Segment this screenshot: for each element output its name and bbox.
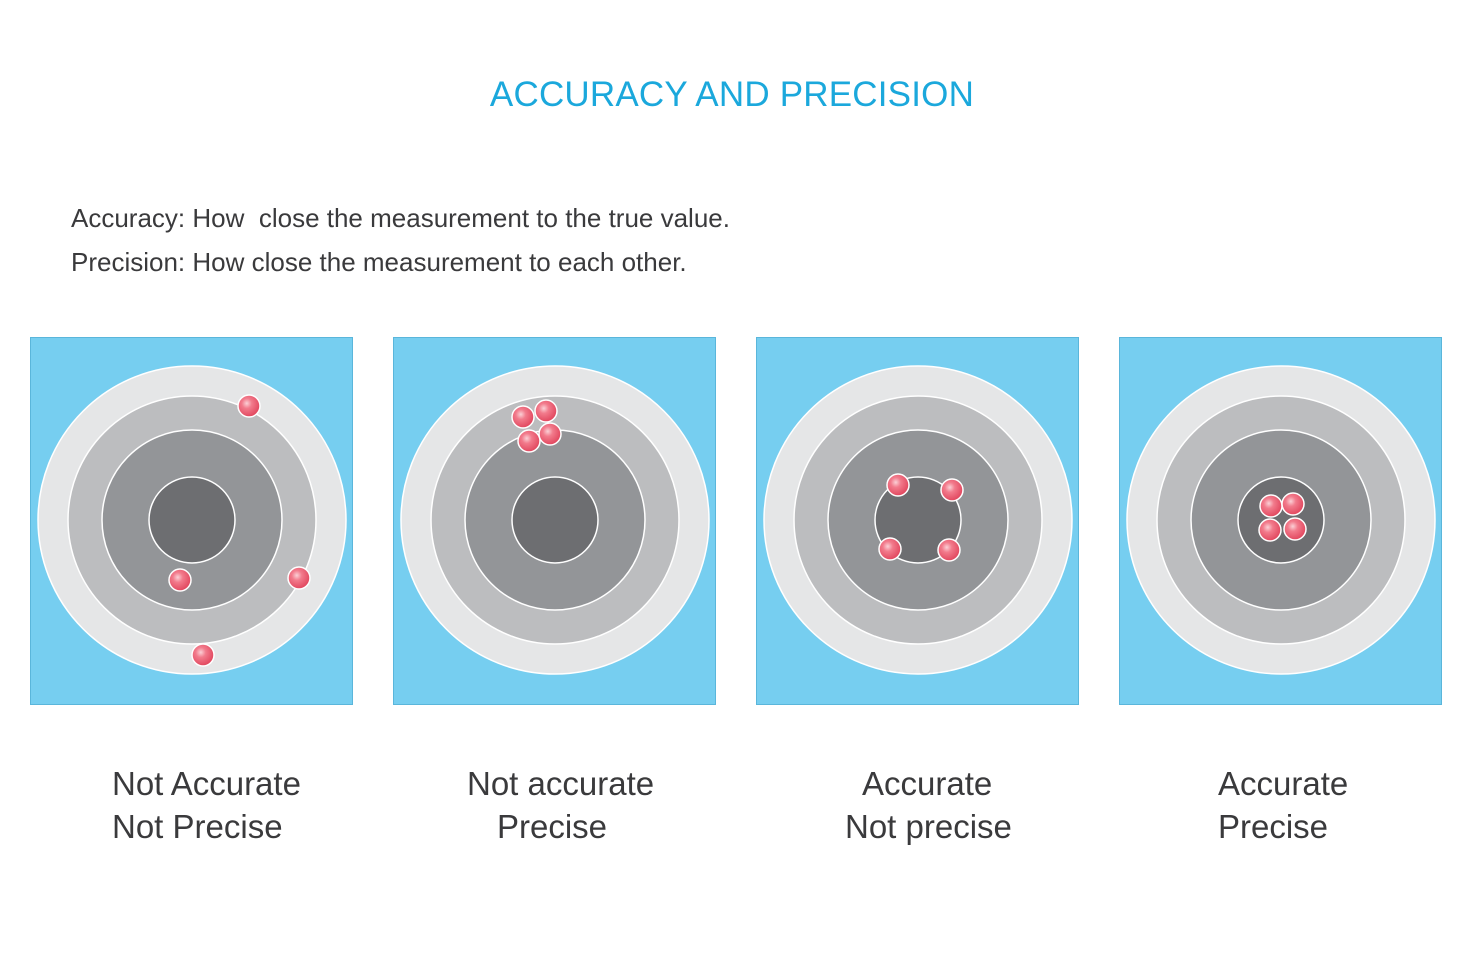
hit-marker <box>1283 517 1307 541</box>
target-panel-1 <box>30 337 353 705</box>
hit-marker <box>534 399 558 423</box>
target-4 <box>1119 337 1442 705</box>
hit-marker <box>191 643 215 667</box>
caption-2-line-1: Not accurate <box>467 765 655 802</box>
caption-4-line-2: Precise <box>1218 808 1329 845</box>
accuracy-definition: Accuracy: How close the measurement to t… <box>71 203 730 233</box>
hit-marker <box>886 473 910 497</box>
hit-marker <box>287 566 311 590</box>
caption-1-line-2: Not Precise <box>112 808 283 845</box>
hits <box>168 394 311 667</box>
caption-3-line-2: Not precise <box>845 808 1012 845</box>
caption-4-line-1: Accurate <box>1218 765 1349 802</box>
caption-3-line-1: Accurate <box>862 765 993 802</box>
hit-marker <box>940 478 964 502</box>
hit-marker <box>937 538 961 562</box>
bullseye <box>1237 476 1325 564</box>
hit-marker <box>1259 494 1283 518</box>
bullseye <box>511 476 599 564</box>
hit-marker <box>168 568 192 592</box>
hit-marker <box>538 422 562 446</box>
precision-definition: Precision: How close the measurement to … <box>71 247 687 277</box>
bullseye <box>148 476 236 564</box>
hits <box>1258 492 1307 542</box>
hits <box>878 473 964 562</box>
caption-2-line-2: Precise <box>497 808 608 845</box>
hit-marker <box>1281 492 1305 516</box>
target-panel-4 <box>1119 337 1442 705</box>
hit-marker <box>1258 518 1282 542</box>
caption-1-line-1: Not Accurate <box>112 765 301 802</box>
hit-marker <box>517 429 541 453</box>
hits <box>511 399 562 453</box>
hit-marker <box>878 537 902 561</box>
hit-marker <box>511 405 535 429</box>
target-panel-2 <box>393 337 716 705</box>
hit-marker <box>237 394 261 418</box>
target-3 <box>756 337 1079 705</box>
target-panel-3 <box>756 337 1079 705</box>
target-2 <box>393 337 716 705</box>
diagram-title: ACCURACY AND PRECISION <box>489 75 975 114</box>
target-1 <box>30 337 353 705</box>
